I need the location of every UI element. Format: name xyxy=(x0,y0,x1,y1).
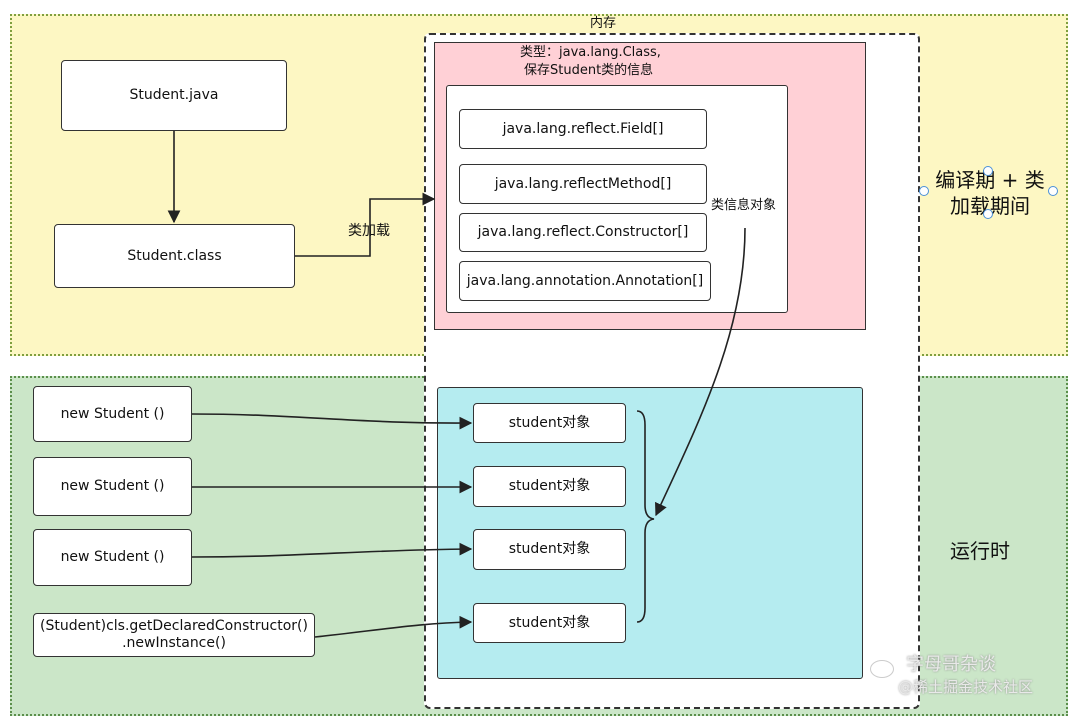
compile-phase-label: 编译期 + 类 加载期间 xyxy=(928,167,1052,219)
student-instance: student对象 xyxy=(473,466,626,507)
watermark: 字母哥杂谈 @稀土掘金技术社区 xyxy=(868,654,1033,698)
selection-handle xyxy=(983,209,993,219)
student-instance: student对象 xyxy=(473,603,626,643)
annotation-array-box: java.lang.annotation.Annotation[] xyxy=(459,261,711,301)
student-java-file: Student.java xyxy=(61,60,287,131)
runtime-phase-label: 运行时 xyxy=(950,539,1010,563)
reflection-call-line1: (Student)cls.getDeclaredConstructor() xyxy=(40,618,308,634)
instantiate-arrow xyxy=(191,542,473,558)
class-load-arrow xyxy=(295,192,436,257)
memory-label: 内存 xyxy=(590,16,617,31)
constructor-array-box: java.lang.reflect.Constructor[] xyxy=(459,213,707,252)
class-object-title-line2: 保存Student类的信息 xyxy=(524,63,654,78)
reflection-newinstance-call: (Student)cls.getDeclaredConstructor() .n… xyxy=(33,613,315,657)
new-student-call: new Student () xyxy=(33,529,192,586)
class-info-object-label: 类信息对象 xyxy=(711,198,777,213)
instances-brace xyxy=(636,410,655,623)
instantiate-arrow xyxy=(314,615,473,638)
selection-handle xyxy=(1048,186,1058,196)
class-loading-label: 类加载 xyxy=(348,223,390,239)
selection-handle xyxy=(983,166,993,176)
student-instance: student对象 xyxy=(473,529,626,570)
new-student-call: new Student () xyxy=(33,457,192,516)
field-array-box: java.lang.reflect.Field[] xyxy=(459,109,707,149)
class-info-reference-arrow xyxy=(655,227,746,517)
selection-handle xyxy=(919,186,929,196)
student-class-file: Student.class xyxy=(54,224,295,288)
new-student-call: new Student () xyxy=(33,386,192,442)
student-instance: student对象 xyxy=(473,403,626,443)
instantiate-arrow xyxy=(191,413,473,430)
class-object-title-line1: 类型：java.lang.Class, xyxy=(520,45,661,60)
method-array-box: java.lang.reflectMethod[] xyxy=(459,164,707,204)
watermark-line1: 字母哥杂谈 xyxy=(906,654,996,675)
watermark-line2: @稀土掘金技术社区 xyxy=(898,678,1034,696)
wechat-icon xyxy=(870,660,894,678)
class-object-title: 类型：java.lang.Class, 保存Student类的信息 xyxy=(520,44,661,80)
reflection-call-line2: .newInstance() xyxy=(122,635,226,651)
